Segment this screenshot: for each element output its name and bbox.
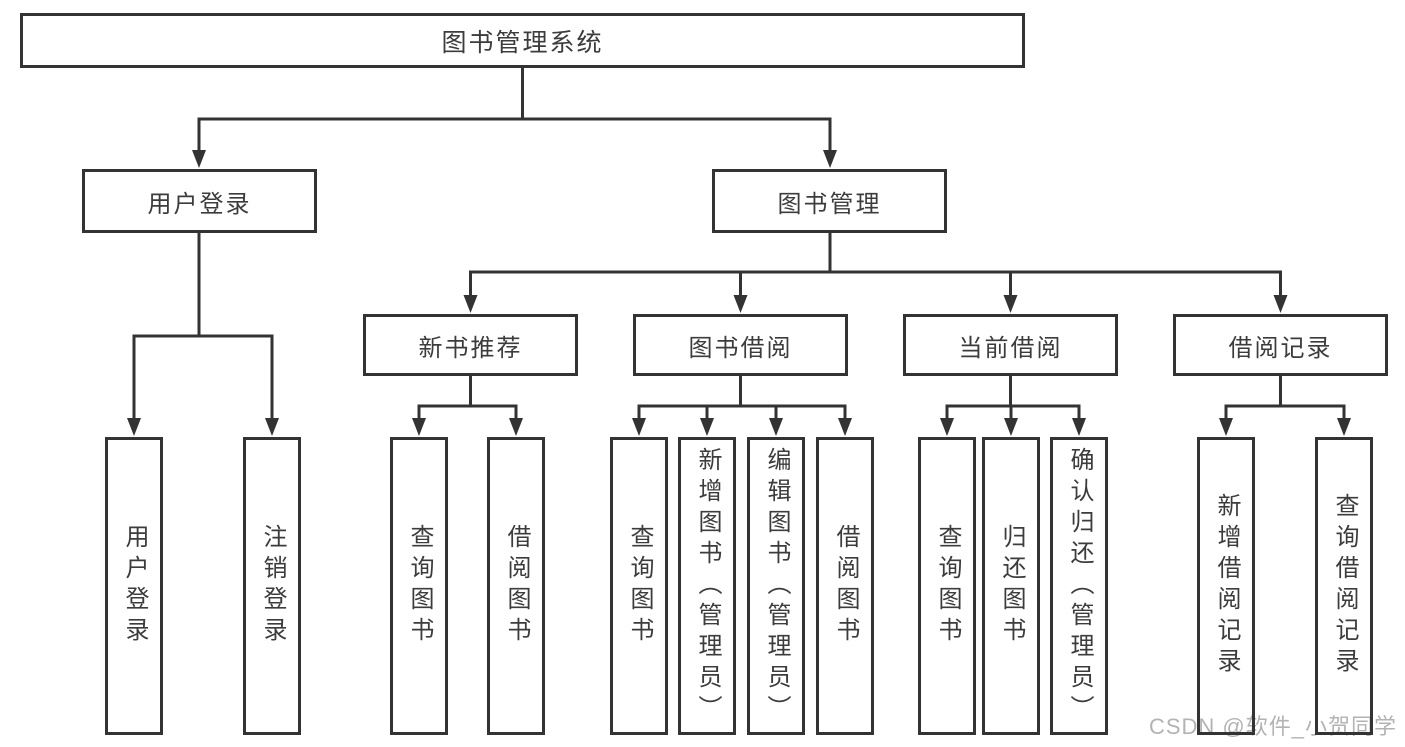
node-current-borrowing: 当前借阅 — [903, 314, 1118, 376]
node-leaf-logout: 注销登录 — [243, 437, 301, 735]
node-label: 查询图书 — [406, 524, 433, 648]
arrow-down-icon — [1219, 418, 1233, 436]
connector-root-to-level2 — [192, 66, 837, 168]
arrow-down-icon — [1072, 418, 1086, 436]
arrow-down-icon — [769, 418, 783, 436]
node-label: 新增借阅记录 — [1213, 493, 1240, 679]
arrow-down-icon — [838, 418, 852, 436]
node-book-management: 图书管理 — [712, 169, 947, 233]
node-label: 归还图书 — [998, 524, 1025, 648]
node-label: 确认归还（管理员） — [1066, 446, 1093, 726]
node-leaf-borrow-books-2: 借阅图书 — [816, 437, 874, 735]
node-label: 借阅记录 — [1228, 334, 1333, 362]
node-leaf-query-books-2: 查询图书 — [610, 437, 668, 735]
connector-line — [197, 117, 832, 154]
arrow-down-icon — [127, 418, 141, 436]
connector-new-book-rec-to-leaves — [412, 374, 523, 436]
node-library-management-system: 图书管理系统 — [20, 13, 1025, 68]
arrow-down-icon — [632, 418, 646, 436]
node-label: 新书推荐 — [418, 334, 523, 362]
arrow-down-icon — [1273, 295, 1288, 313]
arrow-down-icon — [265, 418, 279, 436]
node-leaf-query-borrow-record: 查询借阅记录 — [1315, 437, 1373, 735]
connector-book-management-to-level3 — [463, 231, 1288, 313]
node-leaf-confirm-return-admin: 确认归还（管理员） — [1050, 437, 1108, 735]
node-label: 查询图书 — [626, 524, 653, 648]
node-label: 新增图书（管理员） — [694, 446, 721, 726]
node-label: 注销登录 — [259, 524, 286, 648]
connector-book-borrowing-to-leaves — [632, 374, 852, 436]
arrow-down-icon — [1004, 418, 1018, 436]
node-label: 图书借阅 — [688, 334, 793, 362]
arrow-down-icon — [412, 418, 426, 436]
arrow-down-icon — [463, 295, 478, 313]
node-label: 当前借阅 — [958, 334, 1063, 362]
connector-line — [1224, 404, 1346, 422]
node-borrowing-records: 借阅记录 — [1173, 314, 1388, 376]
node-leaf-query-books-3: 查询图书 — [918, 437, 976, 735]
connector-borrowing-records-to-leaves — [1219, 374, 1351, 436]
connector-user-login-to-leaves — [127, 231, 279, 436]
node-label: 查询借阅记录 — [1331, 493, 1358, 679]
arrow-down-icon — [733, 295, 748, 313]
node-leaf-user-login: 用户登录 — [105, 437, 163, 735]
node-leaf-borrow-books-1: 借阅图书 — [487, 437, 545, 735]
connector-current-borrowing-to-leaves — [940, 374, 1086, 436]
arrow-down-icon — [940, 418, 954, 436]
connector-line — [945, 404, 1081, 422]
node-label: 图书管理 — [777, 190, 882, 218]
node-leaf-add-books-admin: 新增图书（管理员） — [678, 437, 736, 735]
arrow-down-icon — [700, 418, 714, 436]
node-book-borrowing: 图书借阅 — [633, 314, 848, 376]
arrow-down-icon — [1337, 418, 1351, 436]
node-user-login: 用户登录 — [82, 169, 317, 233]
node-label: 用户登录 — [147, 190, 252, 218]
node-label: 查询图书 — [934, 524, 961, 648]
arrow-down-icon — [192, 150, 206, 168]
node-leaf-query-books-1: 查询图书 — [390, 437, 448, 735]
node-new-book-recommendation: 新书推荐 — [363, 314, 578, 376]
connector-line — [132, 334, 274, 422]
connector-line — [417, 404, 518, 422]
node-label: 用户登录 — [121, 524, 148, 648]
arrow-down-icon — [1003, 295, 1018, 313]
node-leaf-edit-books-admin: 编辑图书（管理员） — [747, 437, 805, 735]
node-label: 图书管理系统 — [441, 28, 604, 57]
node-label: 借阅图书 — [832, 524, 859, 648]
node-leaf-add-borrow-record: 新增借阅记录 — [1197, 437, 1255, 735]
node-label: 借阅图书 — [503, 524, 530, 648]
arrow-down-icon — [509, 418, 523, 436]
node-leaf-return-books: 归还图书 — [982, 437, 1040, 735]
arrow-down-icon — [823, 150, 837, 168]
connector-line — [637, 404, 847, 422]
connector-line — [469, 270, 1282, 299]
node-label: 编辑图书（管理员） — [763, 446, 790, 726]
